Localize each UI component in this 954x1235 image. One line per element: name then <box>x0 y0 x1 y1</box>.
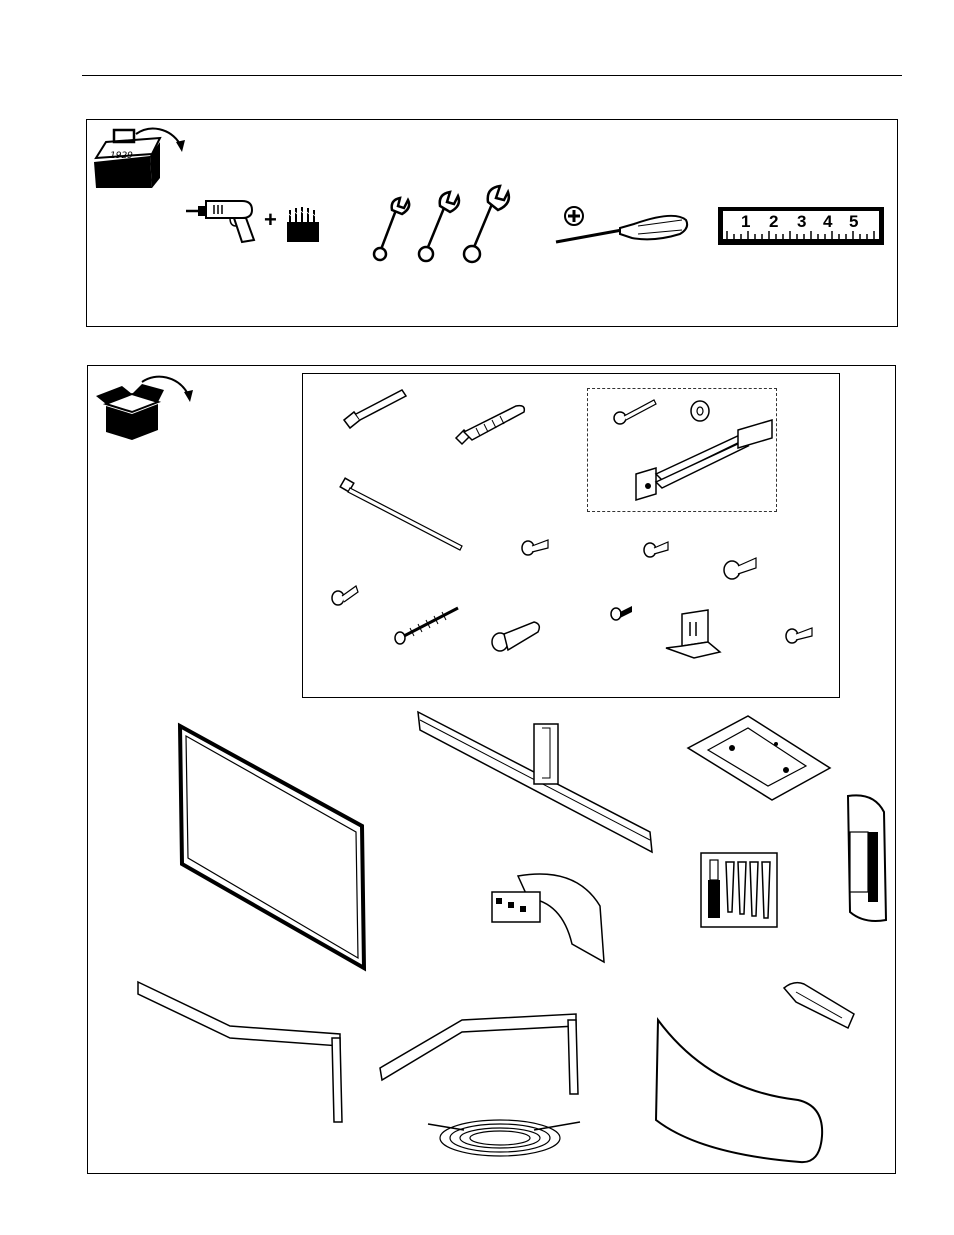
wall-anchor-icon <box>450 396 530 450</box>
drill-bits-icon <box>286 206 320 242</box>
header-rule <box>82 75 902 76</box>
screw-icon <box>330 582 360 608</box>
plus-sign: + <box>264 209 277 231</box>
projector-mounting-plate-icon <box>678 712 834 802</box>
projector-shroud-icon <box>650 1016 828 1166</box>
extension-arm-bracket-icon <box>632 416 776 506</box>
tape-measure-icon: 1 2 3 4 5 <box>717 206 885 246</box>
plastic-anchor-icon <box>490 614 542 654</box>
pens-and-eraser-icon <box>700 852 778 928</box>
pen-tray-icon <box>834 792 894 924</box>
toolbox-label: 1929 <box>110 151 133 161</box>
screw-icon <box>520 534 550 558</box>
screw-icon <box>642 536 672 560</box>
phillips-screwdriver-icon <box>554 204 690 248</box>
cable-icon <box>424 1110 584 1160</box>
wood-screw-icon <box>392 604 462 648</box>
wrenches-icon <box>370 186 512 266</box>
angle-bracket-icon <box>664 608 722 662</box>
screw-icon <box>784 622 814 646</box>
accessory-tray-icon <box>778 978 858 1032</box>
cable-tie-icon <box>338 474 468 554</box>
small-screw-icon <box>610 602 634 622</box>
ruler-number-5: 5 <box>849 212 858 231</box>
drill-icon <box>186 196 266 246</box>
ruler-number-1: 1 <box>741 212 750 231</box>
toolbox-icon: 1929 <box>90 122 190 194</box>
interactive-whiteboard-icon <box>172 722 368 970</box>
ruler-number-4: 4 <box>823 212 833 231</box>
left-support-arm-icon <box>134 978 354 1128</box>
bolt-icon <box>336 386 408 434</box>
ruler-number-3: 3 <box>797 212 806 231</box>
projector-arm-icon <box>488 866 612 974</box>
ruler-number-2: 2 <box>769 212 778 231</box>
wall-mounting-rail-icon <box>414 708 658 858</box>
parts-box-icon <box>92 368 200 444</box>
right-support-arm-icon <box>376 1006 586 1098</box>
screw-icon <box>722 552 758 582</box>
